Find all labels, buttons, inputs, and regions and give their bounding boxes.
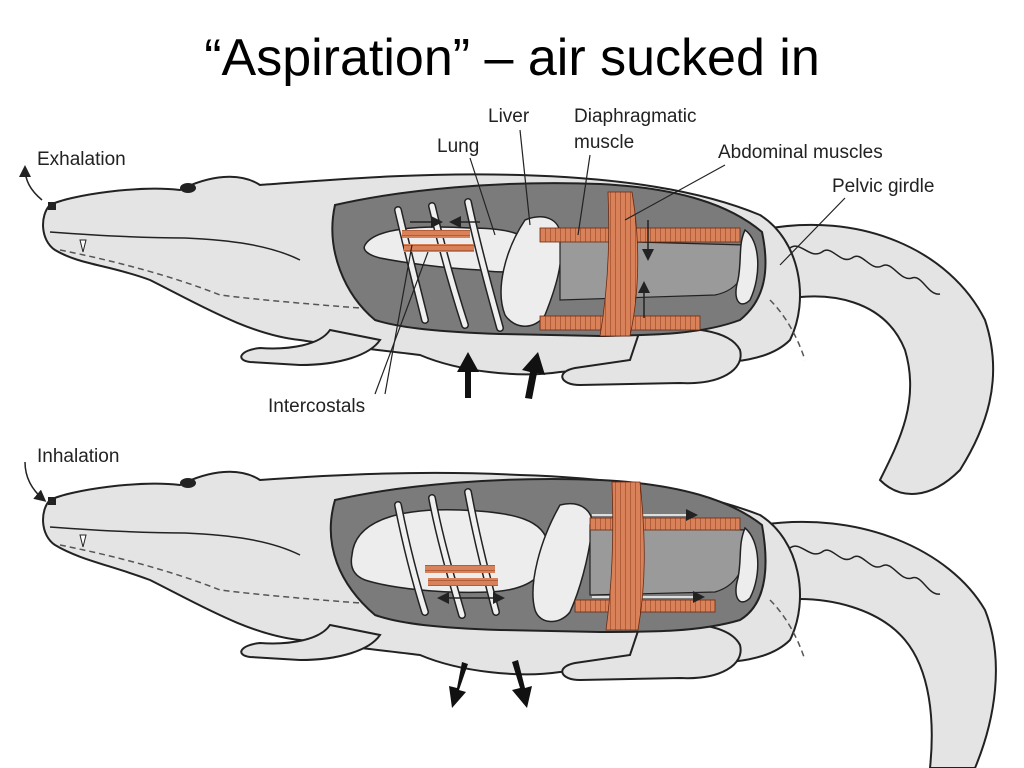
label-intercostals: Intercostals: [268, 396, 365, 417]
intercostal-muscle-top-2: [404, 244, 474, 252]
label-exhalation: Exhalation: [37, 149, 126, 170]
intercostal-muscle-bottom-1: [425, 565, 495, 573]
intercostal-muscle-top-1: [402, 230, 470, 238]
eye-icon: [180, 183, 196, 193]
exhalation-curve-arrow: [19, 165, 43, 201]
alligator-exhalation: [42, 173, 995, 495]
eye-icon: [180, 478, 196, 488]
abdominal-muscle-top: [599, 191, 639, 337]
label-liver: Liver: [488, 106, 530, 127]
up-arrow-1: [457, 352, 479, 398]
tail-bottom: [758, 520, 997, 768]
tail-top: [758, 223, 995, 495]
down-arrow-1: [449, 662, 468, 708]
diaphragmatic-muscle-bottom-lower: [574, 599, 716, 613]
label-lung: Lung: [437, 136, 479, 157]
up-arrow-2: [522, 352, 545, 399]
front-leg-bottom: [240, 623, 382, 662]
alligator-inhalation: [42, 470, 997, 768]
label-diaphragmatic: Diaphragmatic: [574, 106, 697, 127]
inhalation-curve-arrow: [24, 461, 47, 502]
down-arrow-2: [512, 660, 532, 708]
label-inhalation: Inhalation: [37, 446, 119, 467]
abdominal-muscle-bottom: [605, 481, 645, 631]
label-abdominal-muscles: Abdominal muscles: [718, 142, 883, 163]
diaphragmatic-muscle-top-upper: [539, 227, 741, 243]
front-leg-top: [240, 328, 382, 367]
label-pelvic-girdle: Pelvic girdle: [832, 176, 934, 197]
label-muscle: muscle: [574, 132, 634, 153]
intercostal-muscle-bottom-2: [428, 578, 498, 586]
slide-title: “Aspiration” – air sucked in: [204, 29, 820, 87]
liver-top: [500, 216, 563, 327]
